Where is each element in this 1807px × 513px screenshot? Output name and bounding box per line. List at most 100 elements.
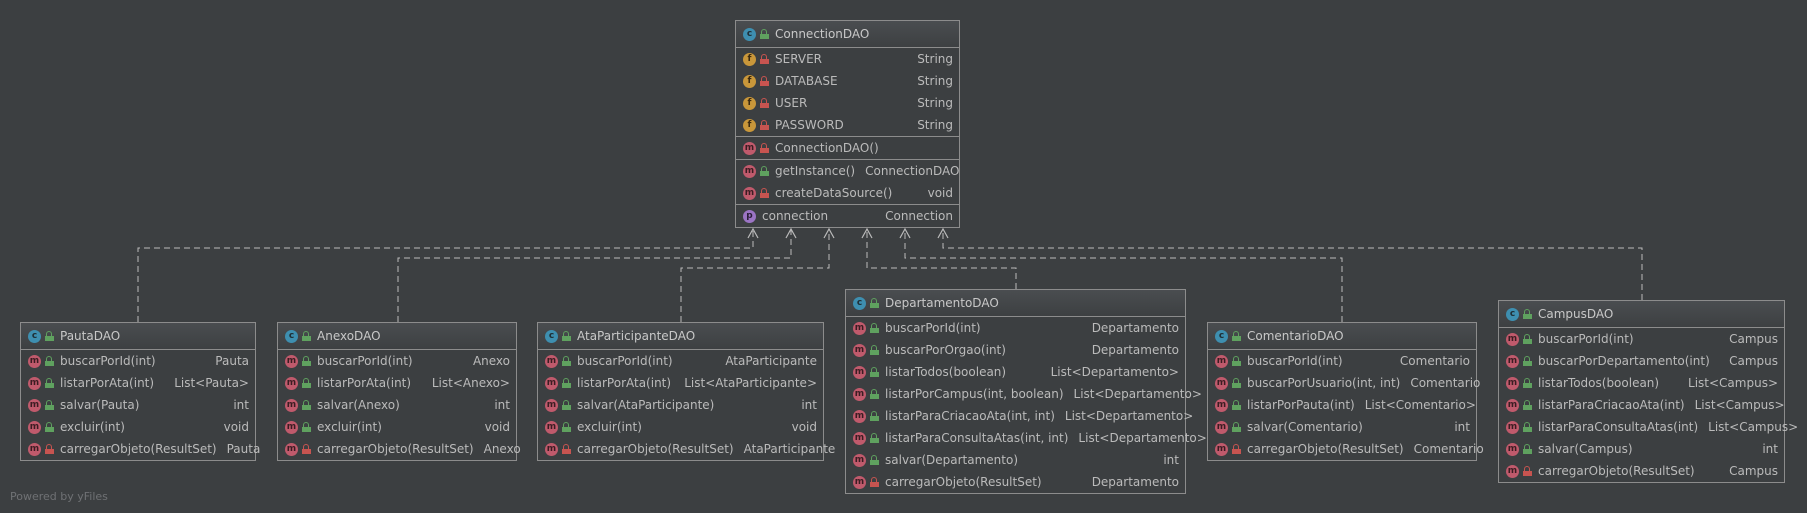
member-type: Campus <box>1729 332 1778 346</box>
method-icon: m <box>545 354 558 368</box>
method-icon: m <box>743 164 756 178</box>
method-icon: m <box>28 354 41 368</box>
member-type: int <box>494 398 510 412</box>
method-icon: m <box>853 387 866 401</box>
member-type: List<AtaParticipante> <box>684 376 817 390</box>
member-type: AtaParticipante <box>743 442 836 456</box>
member-name: salvar(Campus) <box>1538 442 1633 456</box>
dependency-edge-ataparticipante <box>680 229 830 322</box>
class-name: DepartamentoDAO <box>885 296 999 310</box>
public-visibility-icon <box>870 389 879 399</box>
dependency-arrowhead-comentario <box>899 227 911 239</box>
member-name: excluir(int) <box>317 420 382 434</box>
member-type: List<Departamento> <box>1064 409 1194 423</box>
dependency-edge-departamento <box>866 229 1017 289</box>
private-visibility-icon <box>1232 444 1241 454</box>
member-name: listarTodos(boolean) <box>1538 376 1660 390</box>
member-name: salvar(Departamento) <box>885 453 1019 467</box>
method-icon: m <box>853 343 866 357</box>
field-icon: f <box>743 96 756 110</box>
private-visibility-icon <box>870 477 879 487</box>
method-icon: m <box>1506 332 1519 346</box>
public-visibility-icon <box>1523 334 1532 344</box>
member-name: listarPorCampus(int, boolean) <box>885 387 1064 401</box>
member-name: salvar(Pauta) <box>60 398 140 412</box>
public-visibility-icon <box>45 378 54 388</box>
public-visibility-icon <box>45 331 54 341</box>
public-visibility-icon <box>1523 422 1532 432</box>
member-type: List<Comentario> <box>1364 398 1476 412</box>
member-name: SERVER <box>775 52 823 66</box>
member-type: Departamento <box>1091 343 1179 357</box>
member-name: listarParaConsultaAtas(int, int) <box>885 431 1069 445</box>
private-visibility-icon <box>760 120 769 130</box>
member-name: excluir(int) <box>577 420 642 434</box>
public-visibility-icon <box>1232 356 1241 366</box>
private-visibility-icon <box>760 54 769 64</box>
dependency-arrowhead-pauta <box>747 227 759 239</box>
member-name: listarTodos(boolean) <box>885 365 1007 379</box>
public-visibility-icon <box>562 400 571 410</box>
